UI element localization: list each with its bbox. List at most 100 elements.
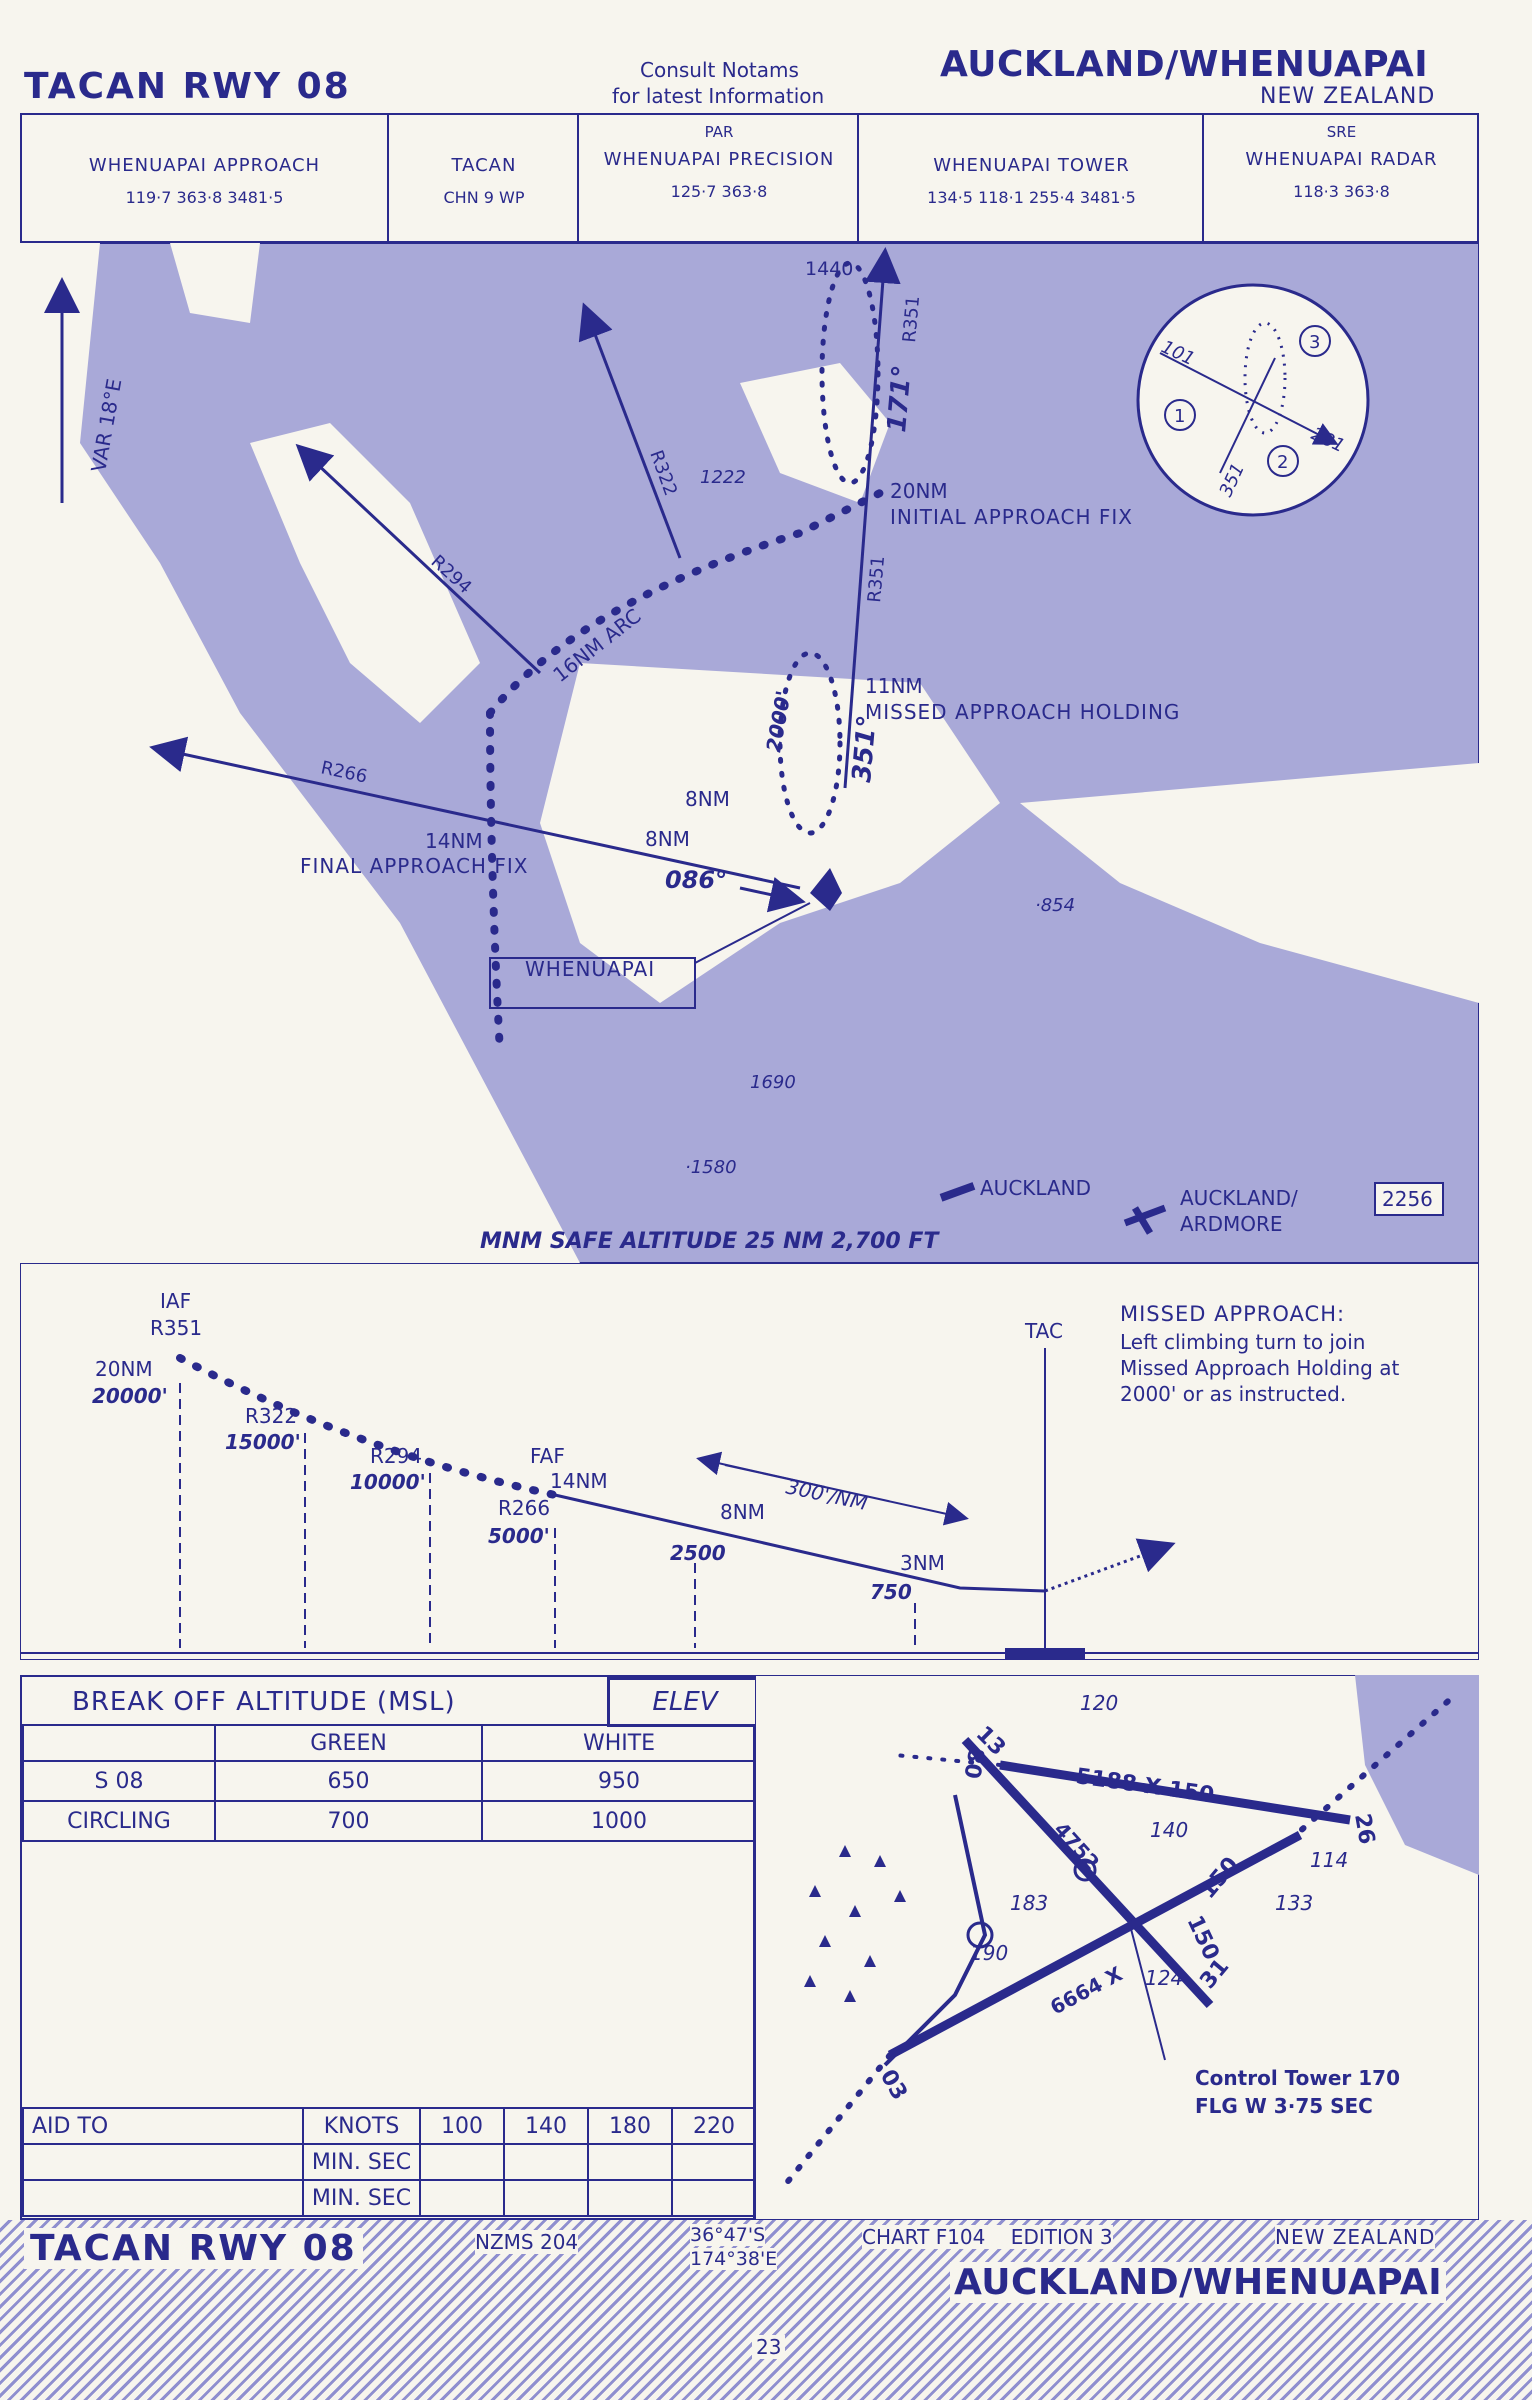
approach-lights-ne [1287, 1692, 1458, 1843]
min-sec-label: MIN. SEC [302, 2143, 421, 2181]
footer-nzms: NZMS 204 [475, 2230, 579, 2254]
freq-radar-top: SRE [1326, 123, 1357, 141]
radial-294 [295, 443, 542, 675]
radial-351 [843, 247, 901, 789]
taxiway-west [883, 1794, 988, 2067]
aid-to-label: AID TO [22, 2107, 304, 2145]
runway-08-26 [999, 1760, 1351, 1825]
label-e183: 183 [1010, 1891, 1048, 1915]
water-harbour [540, 663, 1000, 1003]
minima-col-green: GREEN [214, 1724, 483, 1762]
label-iaf-dist: 20NM [890, 479, 948, 503]
profile-a10000: 10000' [350, 1470, 426, 1494]
final-course-arrow-icon [739, 877, 806, 913]
label-ardmore1: AUCKLAND/ [1180, 1186, 1298, 1210]
header-airport: AUCKLAND/WHENUAPAI [940, 44, 1429, 85]
min-sec-label: MIN. SEC [302, 2179, 421, 2217]
label-8nm: 8NM [645, 827, 690, 851]
freq-precision-values: 125·7 363·8 [670, 182, 768, 201]
inset-label-3: 3 [1309, 332, 1320, 353]
gradient-arrow-left [696, 1451, 826, 1488]
ma-title: MISSED APPROACH: [1120, 1302, 1345, 1326]
label-faf-dist: 14NM [425, 829, 483, 853]
label-tower2: FLG W 3·75 SEC [1195, 2094, 1373, 2118]
profile-a20000: 20000' [92, 1384, 168, 1408]
label-tower1: Control Tower 170 [1195, 2066, 1400, 2090]
water-harbour-north [250, 423, 480, 723]
label-auckland: AUCKLAND [980, 1176, 1091, 1200]
inset-label-2: 2 [1277, 452, 1288, 473]
label-e140: 140 [1150, 1818, 1188, 1842]
minima-row-green: 650 [214, 1760, 483, 1802]
label-iaf-name: INITIAL APPROACH FIX [890, 505, 1133, 529]
aid-to-table: AID TO KNOTS 100 140 180 220 MIN. SEC MI… [22, 2107, 757, 2217]
minima-row-white: 1000 [481, 1800, 757, 1842]
plan-view: VAR 18°E R322 R294 R351 R351 R266 16NM A… [20, 243, 1479, 1263]
minima-corner [22, 1724, 216, 1762]
whenuapai-label-box [489, 957, 696, 1009]
inset-sector-2 [1267, 445, 1299, 477]
speed-cell: 100 [419, 2107, 505, 2145]
minima-row-white: 950 [481, 1760, 757, 1802]
label-ardmore2: ARDMORE [1180, 1212, 1283, 1236]
profile-d20: 20NM [95, 1357, 153, 1381]
dme-arc [486, 489, 884, 717]
notams-line1: Consult Notams [640, 58, 799, 82]
aerodrome-frame [755, 1675, 1479, 2220]
aid-blank [22, 2179, 304, 2217]
label-e114: 114 [1310, 1848, 1348, 1872]
runway-13-31 [961, 1736, 1214, 2009]
signal-area-icon [1073, 1858, 1097, 1882]
profile-view: IAF R351 20NM 20000' R322 15000' R294 10… [20, 1263, 1479, 1660]
footer-procedure: TACAN RWY 08 [24, 2228, 363, 2269]
notams-line2: for latest Information [612, 84, 825, 108]
profile-r294: R294 [370, 1444, 422, 1468]
inset-sector-1 [1164, 399, 1196, 431]
label-final-course: 086° [665, 866, 727, 894]
label-2256: 2256 [1382, 1187, 1433, 1211]
aerodrome-diagram: 13 08 26 31 03 150 150 5188 X 150 4752 6… [755, 1675, 1479, 2220]
freq-radar: SRE WHENUAPAI RADAR 118·3 363·8 [1202, 115, 1479, 245]
speed-cell: 140 [503, 2107, 589, 2145]
water-gulf [1020, 763, 1479, 1003]
profile-arc-descent [176, 1354, 559, 1499]
ma-line2: Missed Approach Holding at [1120, 1356, 1399, 1380]
missed-approach-arrow-icon [1044, 1538, 1176, 1593]
helipad-icon [966, 1921, 994, 1949]
profile-r322: R322 [245, 1404, 297, 1428]
profile-tac: TAC [1024, 1319, 1063, 1343]
minima-col-white: WHITE [481, 1724, 757, 1762]
page-number: 23 [752, 2335, 786, 2359]
runway-threshold-bar [1005, 1648, 1085, 1660]
inset-line-351 [1219, 357, 1276, 474]
freq-approach-values: 119·7 363·8 3481·5 [125, 188, 284, 207]
minima-row-label: CIRCLING [22, 1800, 216, 1842]
inset-sector-3 [1299, 325, 1331, 357]
label-e190: 190 [970, 1941, 1008, 1965]
freq-tower: WHENUAPAI TOWER 134·5 118·1 255·4 3481·5 [857, 115, 1204, 245]
freq-tower-name: WHENUAPAI TOWER [933, 155, 1130, 176]
aerodrome-land-east [1355, 1675, 1479, 1875]
minima-table: GREEN WHITE S 08 650 950 CIRCLING 700 10… [22, 1724, 757, 1842]
tower-leader-line [1129, 1924, 1166, 2061]
header-procedure: TACAN RWY 08 [24, 66, 351, 107]
profile-d3: 3NM [900, 1551, 945, 1575]
label-alt854: ·854 [1035, 895, 1075, 916]
label-alt1580: ·1580 [685, 1157, 737, 1178]
runway-03-21 [887, 1831, 1303, 2059]
label-hold-name: MISSED APPROACH HOLDING [865, 700, 1180, 724]
freq-tacan-values: CHN 9 WP [443, 188, 525, 207]
label-msa: MNM SAFE ALTITUDE 25 NM 2,700 FT [480, 1229, 940, 1254]
profile-faf: FAF [530, 1444, 565, 1468]
approach-lights-w [893, 1753, 1002, 1767]
profile-r266: R266 [498, 1496, 550, 1520]
label-faf-name: FINAL APPROACH FIX [300, 854, 528, 878]
freq-tacan-name: TACAN [451, 155, 517, 176]
ma-line1: Left climbing turn to join [1120, 1330, 1365, 1354]
water-inlet [740, 363, 890, 503]
ardmore-airport-icon [1123, 1204, 1167, 1235]
freq-precision: PAR WHENUAPAI PRECISION 125·7 363·8 [577, 115, 859, 245]
inset-label-1: 1 [1174, 406, 1185, 427]
minima-panel: BREAK OFF ALTITUDE (MSL) ELEV 100 FT. GR… [20, 1675, 923, 2220]
profile-final-descent [554, 1493, 1046, 1593]
